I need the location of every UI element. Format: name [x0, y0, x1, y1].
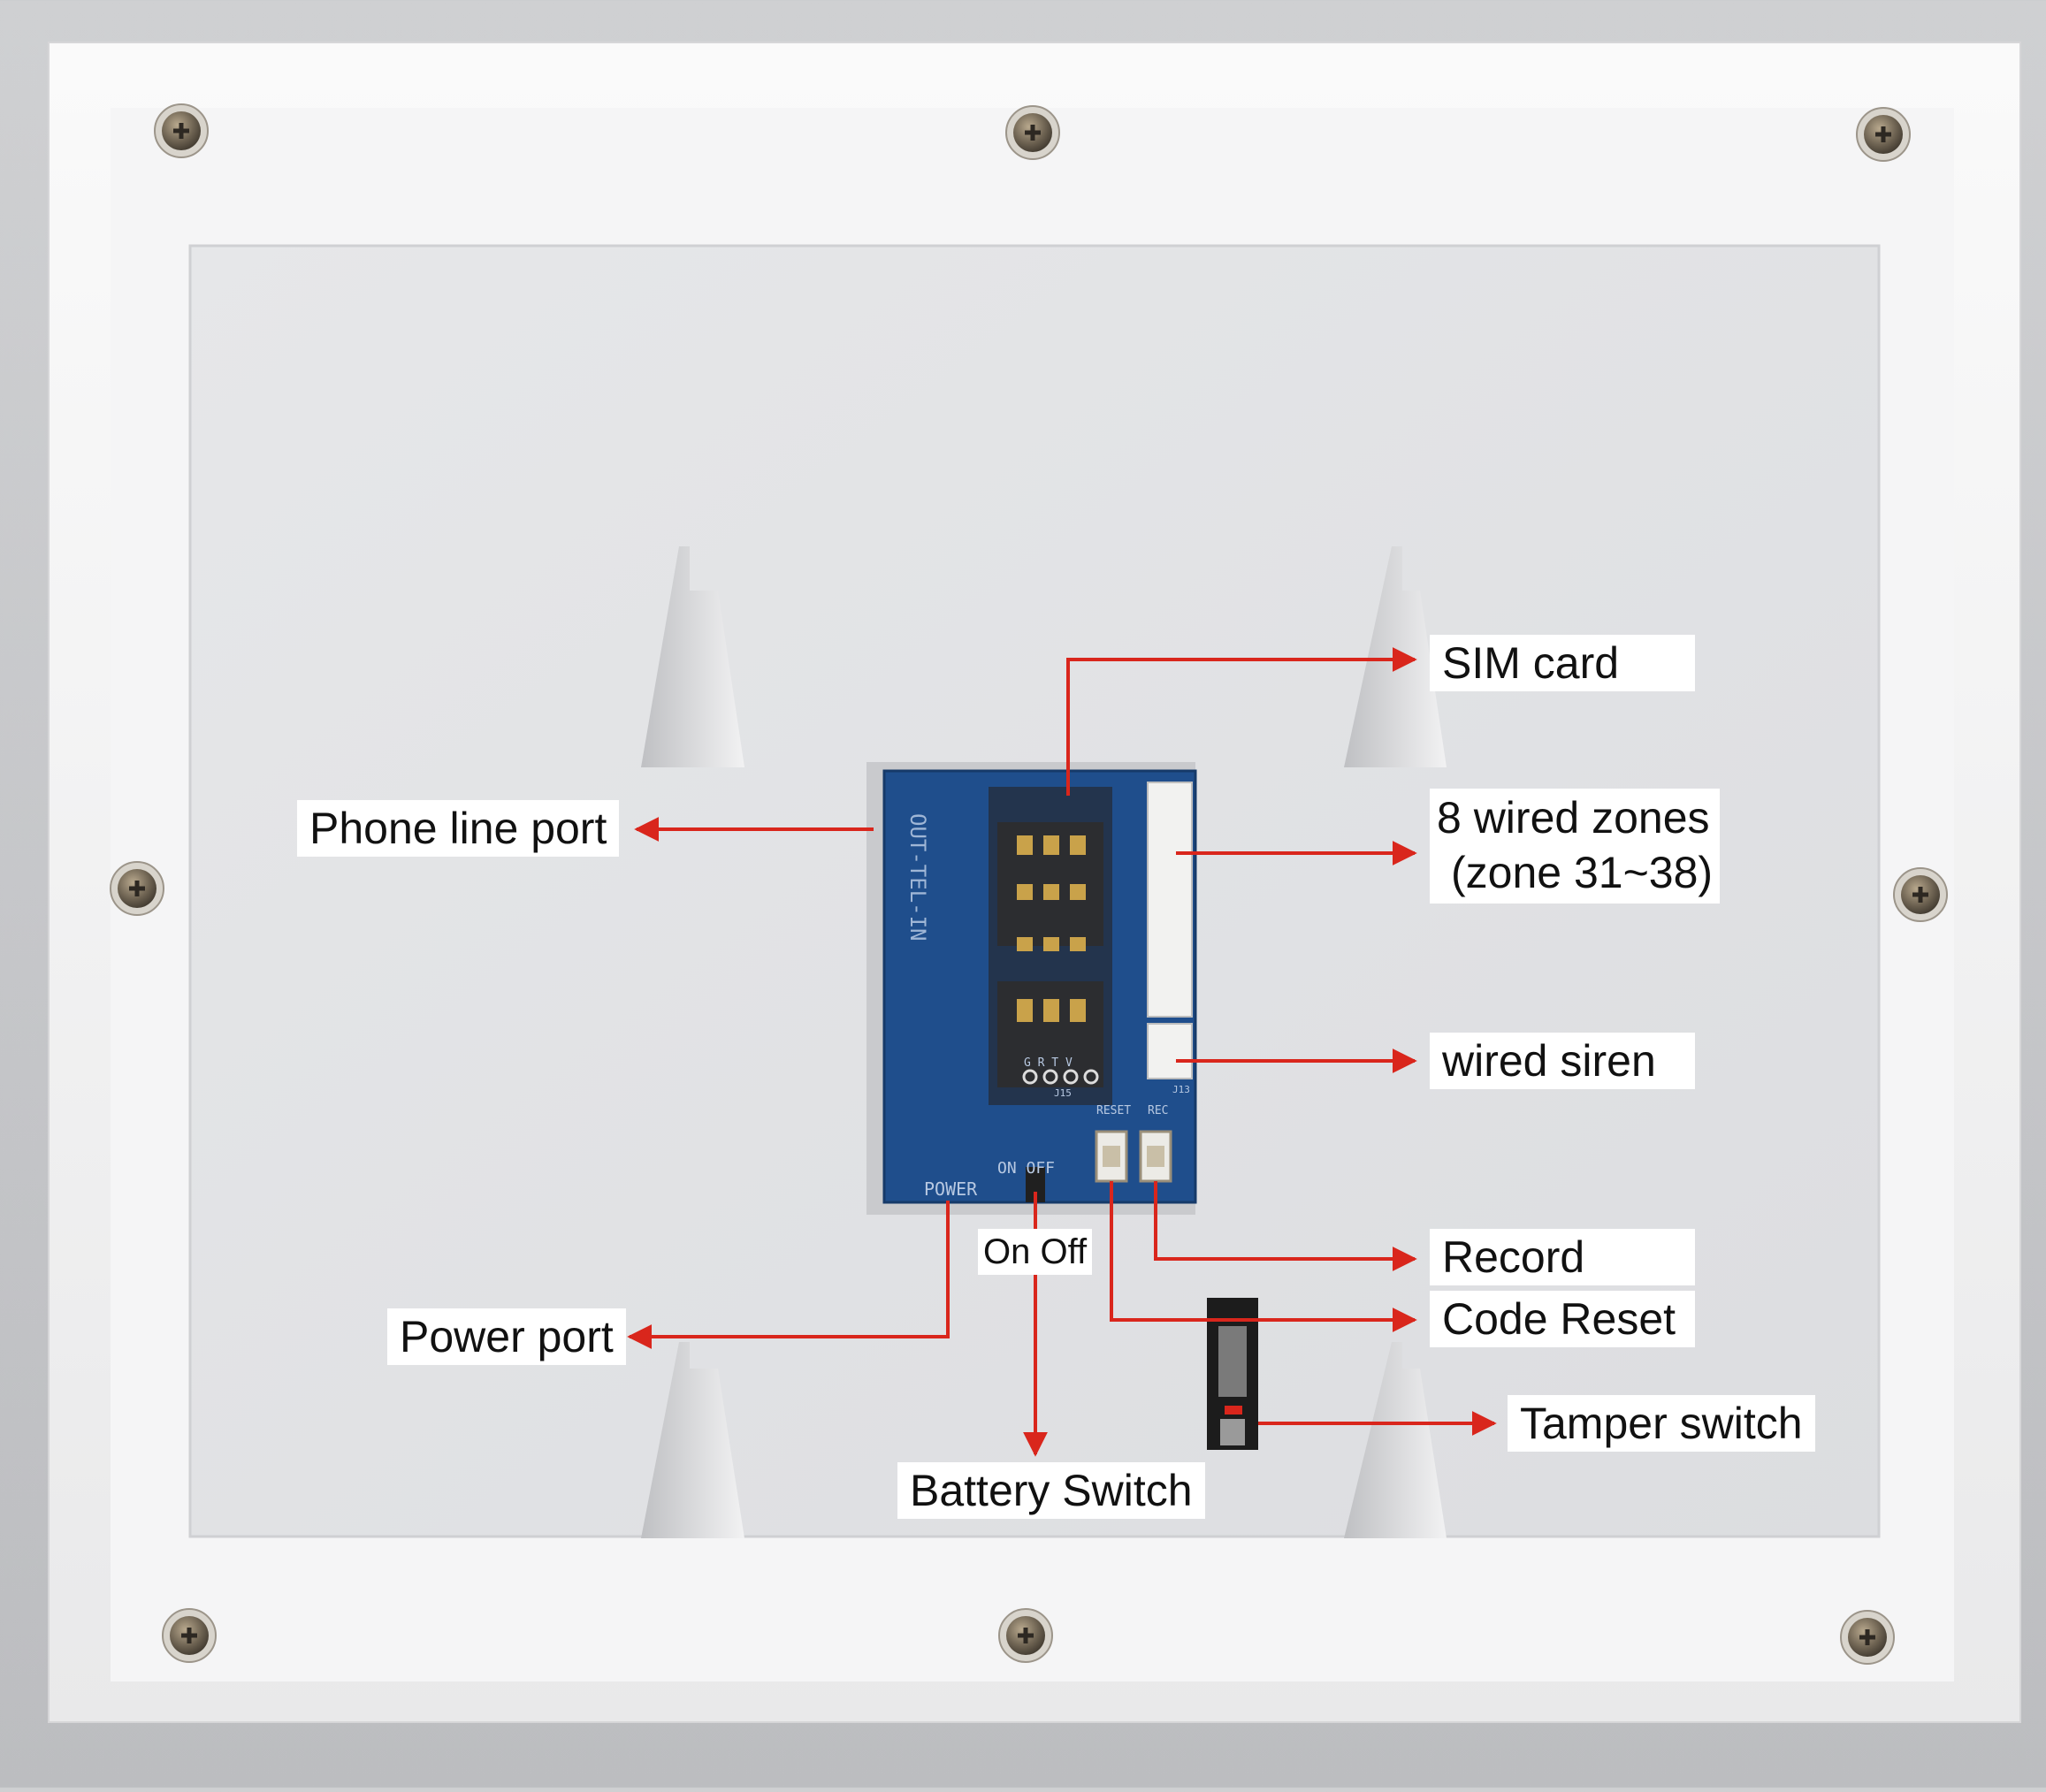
- screw-icon: [998, 1608, 1053, 1663]
- screw-icon: [1005, 105, 1060, 160]
- label-tamper-switch: Tamper switch: [1508, 1395, 1815, 1452]
- label-on-off: On Off: [978, 1229, 1093, 1275]
- screw-icon: [162, 1608, 217, 1663]
- screw-icon: [1856, 107, 1911, 162]
- pcb-reset-text: RESET: [1096, 1104, 1131, 1117]
- label-power-port: Power port: [387, 1308, 626, 1365]
- screw-icon: [154, 103, 209, 158]
- reset-button: [1095, 1130, 1128, 1183]
- sim-slot: [989, 787, 1112, 1105]
- line-record: [1154, 1181, 1417, 1271]
- pcb-rec-text: REC: [1148, 1104, 1168, 1117]
- label-wired-zones: 8 wired zones (zone 31~38): [1430, 789, 1721, 904]
- zone-connector: [1147, 782, 1193, 1018]
- pcb-onoff-text: ON OFF: [997, 1159, 1055, 1178]
- label-code-reset: Code Reset: [1430, 1291, 1695, 1347]
- label-wired-zones-line2: (zone 31~38): [1451, 848, 1714, 897]
- pcb-tel-text: OUT-TEL-IN: [905, 813, 930, 942]
- pcb-grtv-text: G R T V: [1024, 1056, 1073, 1070]
- tamper-switch: [1207, 1298, 1258, 1450]
- screws: [110, 103, 1948, 1665]
- battery-switch: [1026, 1167, 1045, 1202]
- rec-button: [1139, 1130, 1172, 1183]
- leader-lines: [627, 647, 1497, 1457]
- screw-icon: [1840, 1610, 1895, 1665]
- siren-connector: [1147, 1023, 1193, 1079]
- line-sim: [1066, 647, 1417, 796]
- pcb-j15-text: J15: [1054, 1087, 1072, 1099]
- label-battery-switch: Battery Switch: [897, 1462, 1205, 1519]
- pcb-power-text: POWER: [924, 1178, 978, 1200]
- screw-icon: [110, 861, 164, 916]
- line-power: [627, 1201, 950, 1349]
- label-record: Record: [1430, 1229, 1695, 1285]
- screw-icon: [1893, 867, 1948, 922]
- label-wired-zones-line1: 8 wired zones: [1437, 793, 1710, 843]
- line-reset: [1110, 1181, 1417, 1332]
- pcb-j13-text: J13: [1172, 1084, 1190, 1095]
- label-wired-siren: wired siren: [1430, 1033, 1695, 1089]
- label-phone-line-port: Phone line port: [297, 800, 620, 857]
- label-sim-card: SIM card: [1430, 635, 1695, 691]
